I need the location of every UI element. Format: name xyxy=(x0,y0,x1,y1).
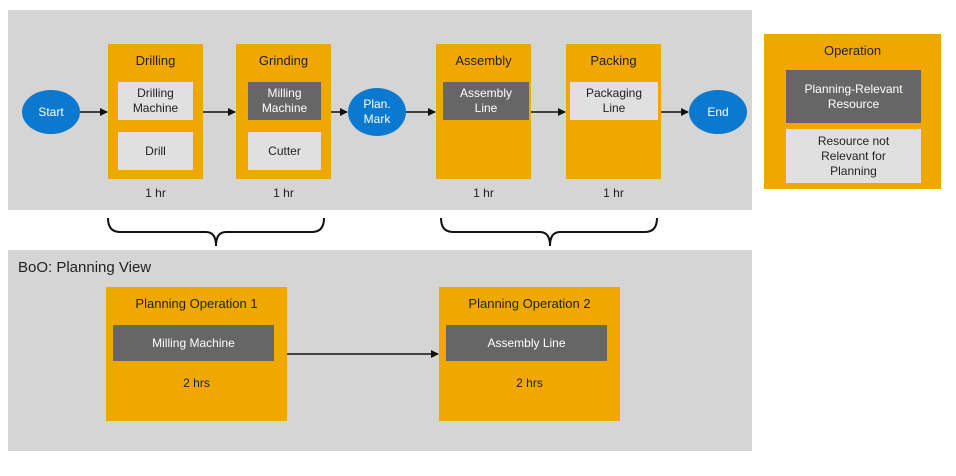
operation-grinding: Grinding Milling Machine Cutter xyxy=(236,44,331,179)
operation-assembly: Assembly Assembly Line xyxy=(436,44,531,179)
brace-right xyxy=(440,217,658,247)
planning-operation-1: Planning Operation 1 Milling Machine 2 h… xyxy=(106,287,287,421)
planning-operation-2: Planning Operation 2 Assembly Line 2 hrs xyxy=(439,287,620,421)
legend-planning-relevant: Planning-Relevant Resource xyxy=(786,70,921,123)
plan-mark-node: Plan. Mark xyxy=(348,88,406,136)
duration-label: 1 hr xyxy=(273,186,294,200)
legend: Operation Planning-Relevant Resource Res… xyxy=(764,34,941,189)
resource-drill: Drill xyxy=(118,132,193,170)
legend-not-relevant: Resource not Relevant for Planning xyxy=(786,129,921,183)
resource-packaging-line: Packaging Line xyxy=(570,82,658,120)
duration-label: 1 hr xyxy=(603,186,624,200)
duration-label: 1 hr xyxy=(145,186,166,200)
planning-view-title: BoO: Planning View xyxy=(18,259,152,276)
resource-cutter: Cutter xyxy=(248,132,321,170)
legend-title: Operation xyxy=(823,43,882,58)
planning-resource-assembly-line: Assembly Line xyxy=(446,325,607,361)
planning-duration: 2 hrs xyxy=(516,376,543,390)
end-node: End xyxy=(689,90,747,134)
planning-resource-milling-machine: Milling Machine xyxy=(113,325,274,361)
planning-operation-title: Planning Operation 1 xyxy=(135,296,258,311)
operation-title: Packing xyxy=(590,53,637,68)
operation-drilling: Drilling Drilling Machine Drill xyxy=(108,44,203,179)
operation-title: Grinding xyxy=(258,53,309,68)
resource-drilling-machine: Drilling Machine xyxy=(118,82,193,120)
resource-milling-machine: Milling Machine xyxy=(248,82,321,120)
planning-duration: 2 hrs xyxy=(183,376,210,390)
brace-left xyxy=(107,217,325,247)
operation-packing: Packing Packaging Line xyxy=(566,44,661,179)
planning-operation-title: Planning Operation 2 xyxy=(468,296,591,311)
operation-title: Drilling xyxy=(135,53,176,68)
resource-assembly-line: Assembly Line xyxy=(443,82,529,120)
start-node: Start xyxy=(22,90,80,134)
duration-label: 1 hr xyxy=(473,186,494,200)
operation-title: Assembly xyxy=(455,53,512,68)
